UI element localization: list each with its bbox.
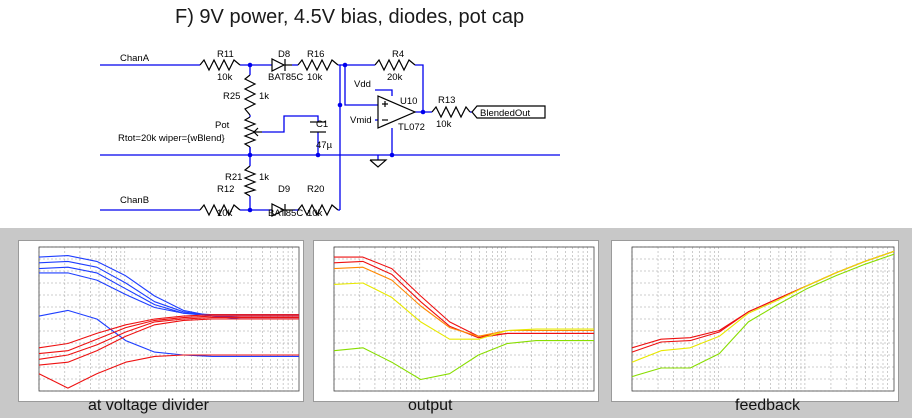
r13-name: R13 [438, 95, 455, 106]
schematic-diagram: ChanA ChanB R11 10k D8 BAT85C R16 10k R4… [100, 49, 560, 219]
series-line-2 [333, 266, 594, 337]
r20-name: R20 [307, 184, 324, 195]
u10-value: TL072 [398, 122, 425, 133]
junction-dots [247, 62, 426, 213]
r4-symbol [374, 58, 416, 72]
series-line-1 [631, 250, 895, 353]
d9-symbol [271, 203, 286, 217]
vdd-label: Vdd [354, 79, 371, 90]
r16-value: 10k [307, 72, 323, 83]
plot-feedback [611, 240, 899, 402]
r13-value: 10k [436, 119, 452, 130]
plot-output-svg [333, 246, 595, 392]
r11-symbol [199, 58, 241, 72]
series-line-3 [631, 253, 895, 378]
r21-value: 1k [259, 172, 269, 183]
vmid-label: Vmid [350, 115, 372, 126]
u10-opamp-symbol [377, 95, 417, 129]
blendedout-label: BlendedOut [480, 108, 531, 119]
r12-value: 10k [217, 208, 233, 219]
r20-value: 10k [307, 208, 323, 219]
series-line-3 [333, 282, 594, 340]
plot-feedback-svg [631, 246, 895, 392]
series-line-2 [38, 266, 299, 317]
plot-frame [631, 246, 895, 392]
r13-symbol [431, 105, 471, 119]
d9-value: BAT85C [268, 208, 303, 219]
d9-name: D9 [278, 184, 290, 195]
series-line-6 [38, 315, 299, 355]
series-line-1 [333, 260, 594, 339]
blendedout-flag [471, 105, 546, 119]
r4-name: R4 [392, 49, 404, 60]
d8-name: D8 [278, 49, 290, 60]
c1-value: 47µ [316, 140, 333, 151]
series-line-5 [38, 314, 299, 349]
series-line-4 [38, 309, 299, 357]
plot-frame [333, 246, 595, 392]
series-line-8 [38, 318, 299, 366]
page-title: F) 9V power, 4.5V bias, diodes, pot cap [175, 6, 525, 28]
schematic-wires [100, 64, 560, 211]
series-line-9 [38, 354, 299, 389]
caption-feedback: feedback [735, 397, 800, 414]
u10-name: U10 [400, 96, 417, 107]
c1-name: C1 [316, 119, 328, 130]
r16-name: R16 [307, 49, 324, 60]
r25-name: R25 [223, 91, 240, 102]
net-chan-a-label: ChanA [120, 53, 150, 64]
series-line-2 [631, 250, 895, 363]
r21-name: R21 [225, 172, 242, 183]
r12-name: R12 [217, 184, 234, 195]
series-line-4 [333, 340, 594, 381]
caption-voltage-divider: at voltage divider [88, 397, 209, 414]
ground-symbol [369, 159, 388, 168]
pot-name: Pot [215, 120, 230, 131]
pot-value: Rtot=20k wiper={wBlend} [118, 133, 225, 144]
series-line-7 [38, 317, 299, 360]
caption-output: output [408, 397, 453, 414]
d8-value: BAT85C [268, 72, 303, 83]
r21-symbol [243, 165, 257, 197]
r25-value: 1k [259, 91, 269, 102]
r20-symbol [297, 203, 339, 217]
plot-output [313, 240, 599, 402]
d8-symbol [271, 58, 286, 72]
series-line-0 [38, 255, 299, 320]
plot-voltage-divider-svg [38, 246, 300, 392]
net-chan-b-label: ChanB [120, 195, 149, 206]
plot-voltage-divider [18, 240, 304, 402]
r11-value: 10k [217, 72, 233, 83]
r4-value: 20k [387, 72, 403, 83]
component-symbols [199, 58, 546, 217]
series-line-0 [334, 256, 594, 337]
r16-symbol [297, 58, 339, 72]
r12-symbol [199, 203, 241, 217]
r11-name: R11 [217, 49, 234, 60]
r25-symbol [243, 74, 257, 116]
